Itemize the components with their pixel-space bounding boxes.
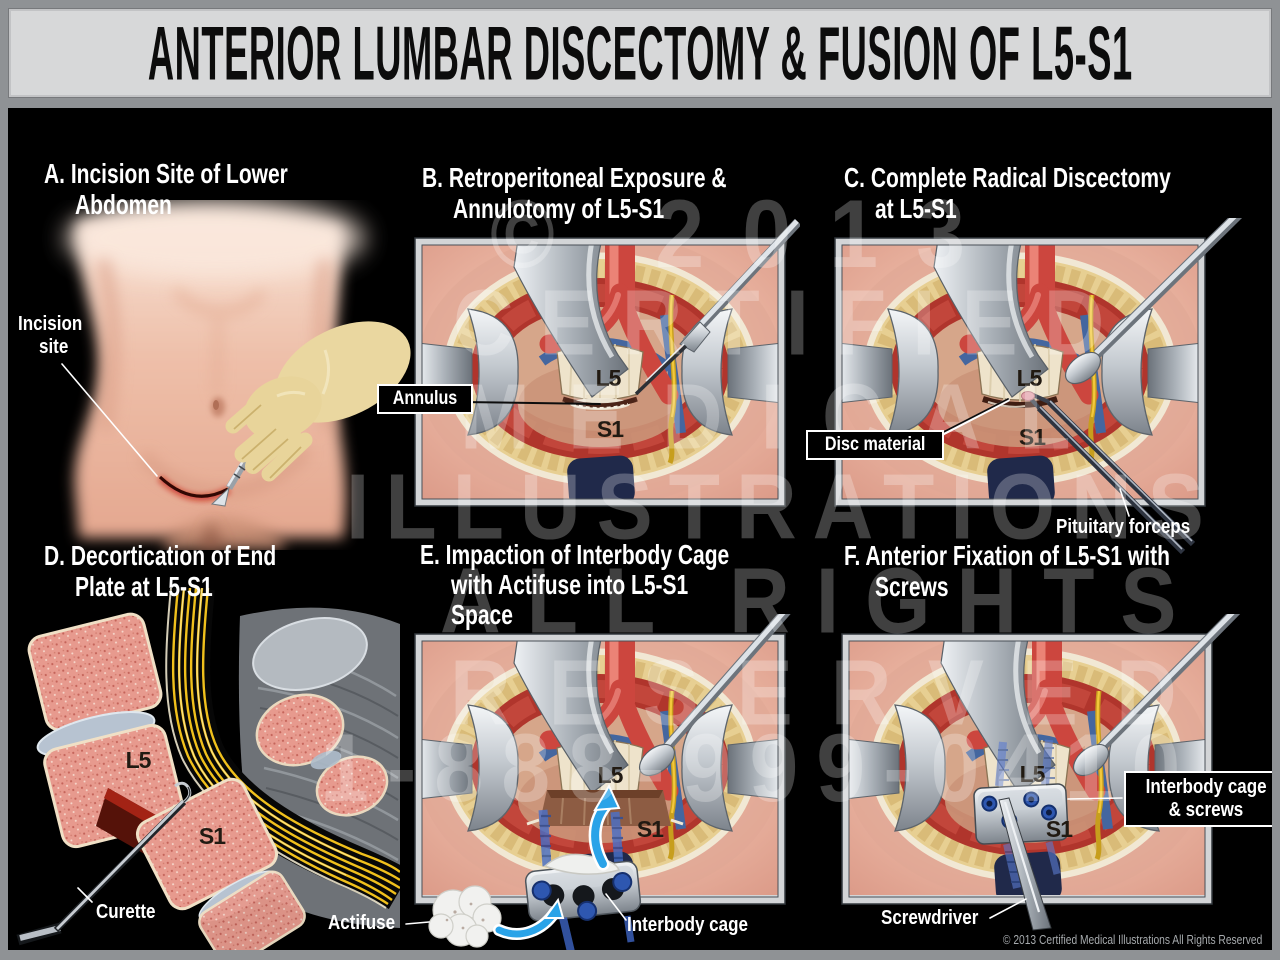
content-area: L5 S1 [8, 108, 1272, 950]
elevator-instrument [638, 614, 791, 777]
actifuse-label: Actifuse [328, 912, 396, 934]
panel-e-heading: E. Impaction of Interbody Cage with Acti… [420, 539, 730, 630]
surgeon-glove [225, 321, 411, 482]
panel-f-s1-label: S1 [1046, 816, 1073, 842]
incision-curve [157, 475, 231, 501]
main-title: ANTERIOR LUMBAR DISCECTOMY & FUSION OF L… [147, 10, 1133, 96]
panel-d-heading: D. Decortication of End Plate at L5-S1 [44, 540, 277, 602]
facet-bone-lower [315, 755, 389, 817]
curette-label: Curette [96, 901, 156, 923]
panel-e-l5-label: L5 [598, 762, 624, 788]
panel-c-illustration: L5 S1 [834, 218, 1243, 555]
annulotomy-knife [634, 218, 800, 396]
title-bar: ANTERIOR LUMBAR DISCECTOMY & FUSION OF L… [8, 8, 1272, 98]
panel-b-l5-label: L5 [596, 365, 622, 391]
disc-fragment [1021, 391, 1035, 401]
panel-a-heading: A. Incision Site of Lower Abdomen [44, 158, 288, 220]
panel-e-illustration: L5 S1 [414, 614, 791, 950]
panel-a-illustration [65, 200, 411, 550]
copyright-footer: © 2013 Certified Medical Illustrations A… [1002, 933, 1262, 947]
panel-f-illustration: L5 S1 [841, 614, 1241, 931]
panel-f-heading: F. Anterior Fixation of L5-S1 with Screw… [844, 540, 1170, 602]
facet-bone-upper [255, 693, 345, 767]
screws-in-s1 [1003, 841, 1061, 889]
screwdriver-label: Screwdriver [881, 907, 979, 929]
incision-site-label: Incision site [18, 313, 83, 358]
interbody-cage-label: Interbody cage [627, 914, 748, 936]
actifuse-graft-puff [428, 885, 502, 948]
interbody-cage-screws-label: Interbody cage & screws [1124, 771, 1272, 827]
screws-in-l5 [995, 739, 1055, 787]
panel-c-s1-label: S1 [1019, 424, 1046, 450]
panel-c-l5-label: L5 [1017, 365, 1043, 391]
impaction-arrow [588, 783, 621, 871]
elevator-instrument [1072, 614, 1241, 777]
posterior-bone [252, 617, 368, 691]
panel-d-l5-label: L5 [126, 747, 152, 773]
panel-e-s1-label: S1 [637, 816, 664, 842]
elevator-instrument [1064, 218, 1243, 385]
panel-d-illustration: L5 S1 [16, 588, 400, 950]
annulus-label: Annulus [377, 384, 473, 414]
curette-instrument [16, 781, 192, 946]
disc-material-label: Disc material [806, 430, 945, 460]
screwdriver [998, 797, 1052, 931]
s2-vertebra [198, 870, 306, 950]
panel-f-l5-label: L5 [1020, 761, 1046, 787]
panel-d-s1-label: S1 [199, 823, 226, 849]
panel-b-heading: B. Retroperitoneal Exposure & Annulotomy… [422, 162, 727, 224]
panel-c-heading: C. Complete Radical Discectomy at L5-S1 [844, 162, 1171, 224]
graft-to-cage-arrow [493, 897, 565, 940]
pituitary-forceps [1021, 391, 1196, 555]
panel-b-s1-label: S1 [597, 416, 624, 442]
panel-b-illustration: L5 S1 [414, 218, 800, 507]
pituitary-forceps-label: Pituitary forceps [1056, 516, 1191, 538]
